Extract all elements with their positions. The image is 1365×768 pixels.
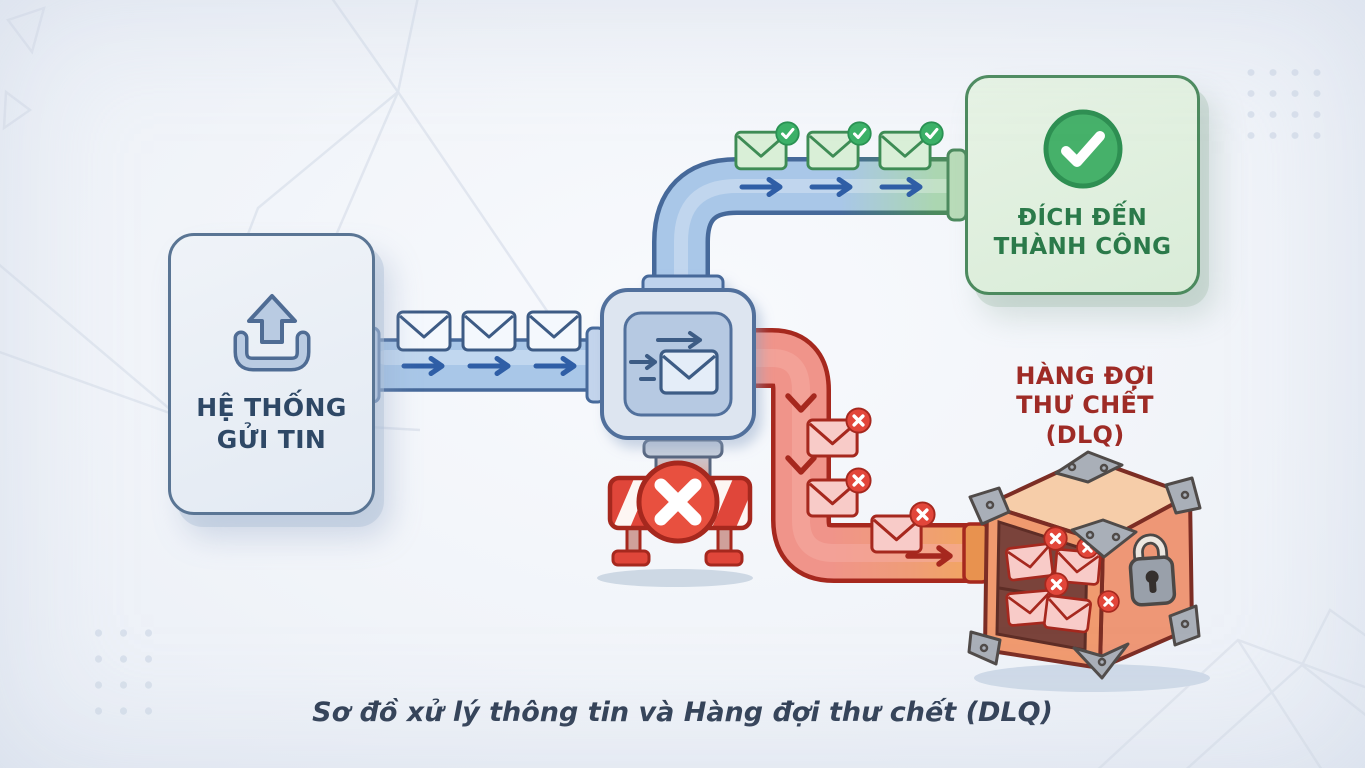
success-pipe	[652, 148, 968, 352]
envelope-send-icon	[629, 331, 719, 395]
dlq-label-line2: THƯ CHẾT (DLQ)	[1016, 391, 1154, 449]
check-badge-icon	[918, 120, 945, 147]
envelope-icon	[396, 310, 452, 352]
upload-icon	[171, 292, 372, 374]
success-node: ĐÍCH ĐẾN THÀNH CÔNG	[965, 75, 1200, 295]
failure-pipe	[748, 328, 990, 584]
x-badge-icon	[1042, 525, 1069, 552]
crate-shadow	[974, 664, 1210, 692]
input-envelopes	[396, 310, 582, 352]
success-flow-arrows	[739, 177, 923, 197]
sender-label-line1: HỆ THỐNG	[196, 393, 347, 422]
roadblock-barrier-icon	[607, 460, 753, 567]
x-badge-icon	[1043, 571, 1070, 598]
x-badge-icon	[844, 466, 873, 495]
dot-grid-bottom-left	[86, 620, 162, 720]
x-badge-icon	[844, 406, 873, 435]
crate-corner-brackets	[967, 450, 1202, 680]
bracket-rivets	[979, 462, 1190, 667]
envelope-icon	[526, 310, 582, 352]
x-badge-icon	[908, 500, 937, 529]
sender-label: HỆ THỐNG GỬI TIN	[171, 392, 372, 456]
sender-label-line2: GỬI TIN	[216, 425, 327, 454]
check-circle-icon	[968, 104, 1197, 194]
x-circle-icon	[636, 460, 720, 544]
sender-node: HỆ THỐNG GỬI TIN	[168, 233, 375, 515]
x-badge-icon	[1096, 589, 1121, 614]
success-envelopes	[734, 120, 945, 171]
check-badge-icon	[774, 120, 801, 147]
pipe-flange	[946, 148, 968, 222]
dot-grid-top-right	[1240, 62, 1332, 152]
router-node	[600, 274, 756, 440]
check-badge-icon	[846, 120, 873, 147]
blocked-path	[607, 438, 753, 567]
padlock-icon	[1128, 533, 1177, 607]
diagram-caption: Sơ đồ xử lý thông tin và Hàng đợi thư ch…	[312, 697, 1053, 728]
input-flow-arrows	[401, 356, 577, 376]
success-label: ĐÍCH ĐẾN THÀNH CÔNG	[968, 204, 1197, 263]
envelope-icon	[461, 310, 517, 352]
geometric-lines-bottom-right	[1097, 608, 1365, 768]
success-label-line2: THÀNH CÔNG	[993, 234, 1172, 261]
pipe-flange	[642, 438, 724, 459]
dlq-label-line1: HÀNG ĐỢI	[1015, 362, 1155, 390]
barrier-shadow	[597, 569, 753, 587]
locked-crate-icon	[967, 450, 1202, 680]
success-label-line1: ĐÍCH ĐẾN	[1017, 205, 1148, 231]
dlq-label: HÀNG ĐỢI THƯ CHẾT (DLQ)	[973, 362, 1197, 450]
failure-flow-arrows	[785, 393, 953, 567]
